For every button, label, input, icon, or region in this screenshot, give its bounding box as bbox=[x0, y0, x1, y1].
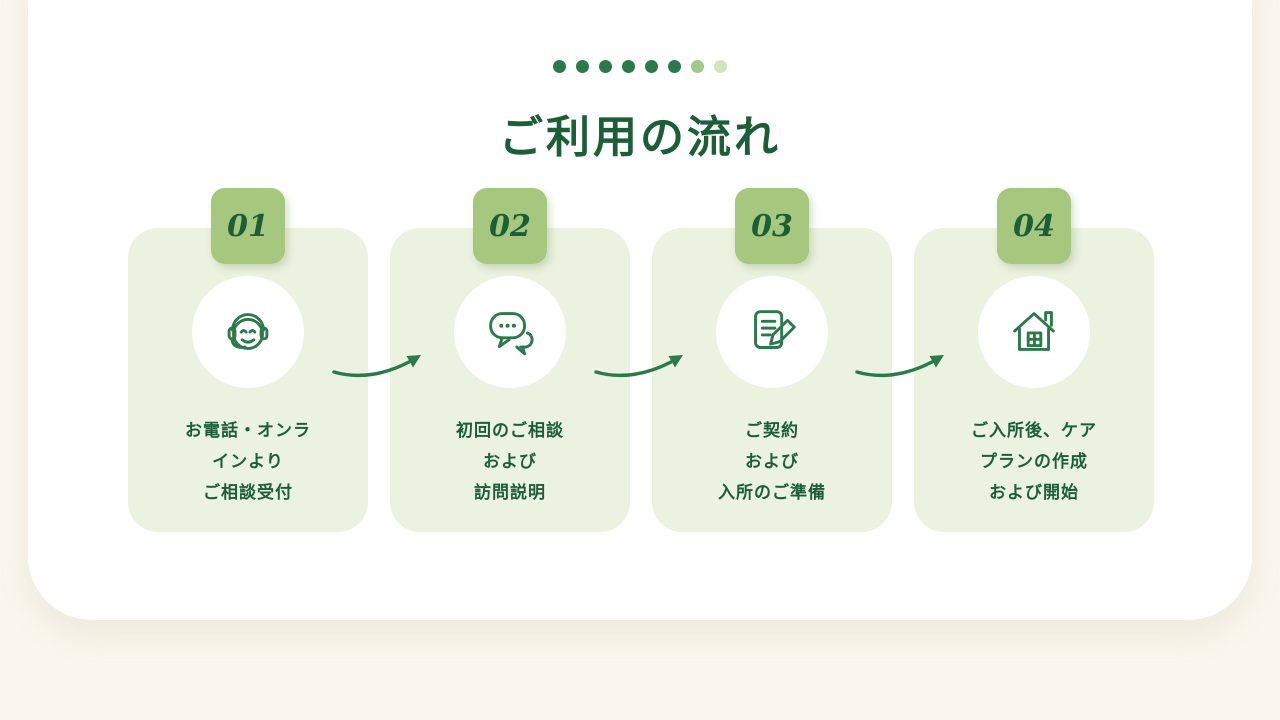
step-number: 04 bbox=[1013, 208, 1055, 244]
step-description: ご入所後、ケア プランの作成 および開始 bbox=[922, 416, 1146, 509]
step-line: ご入所後、ケア bbox=[971, 421, 1097, 441]
flow-arrow-icon bbox=[592, 348, 688, 384]
step-number: 03 bbox=[751, 208, 793, 244]
step-line: および開始 bbox=[989, 483, 1079, 503]
step-number-badge: 02 bbox=[473, 188, 547, 264]
step-icon-circle bbox=[978, 276, 1090, 388]
dot bbox=[622, 60, 635, 73]
step-card-2: 02 初回のご相談 および 訪問説明 bbox=[390, 188, 630, 532]
step-line: 訪問説明 bbox=[474, 483, 546, 503]
step-description: ご契約 および 入所のご準備 bbox=[660, 416, 884, 509]
dot bbox=[599, 60, 612, 73]
step-line: プランの作成 bbox=[980, 452, 1088, 472]
dot bbox=[645, 60, 658, 73]
step-card-3: 03 ご契約 および 入所のご準備 bbox=[652, 188, 892, 532]
dot bbox=[714, 60, 727, 73]
step-icon-circle bbox=[716, 276, 828, 388]
headset-person-icon bbox=[227, 313, 269, 350]
house-icon bbox=[1013, 311, 1055, 351]
step-icon-circle bbox=[192, 276, 304, 388]
steps-row: 01 お電話・オンラ インより ご相談受付 bbox=[128, 188, 1154, 532]
step-number: 01 bbox=[227, 208, 269, 244]
step-card-4: 04 ご入所後、ケア プランの作成 および開始 bbox=[914, 188, 1154, 532]
step-icon-circle bbox=[454, 276, 566, 388]
step-description: お電話・オンラ インより ご相談受付 bbox=[136, 416, 360, 509]
step-line: 初回のご相談 bbox=[456, 421, 564, 441]
step-line: ご相談受付 bbox=[203, 483, 293, 503]
step-card-1: 01 お電話・オンラ インより ご相談受付 bbox=[128, 188, 368, 532]
dots-decoration bbox=[0, 60, 1280, 73]
flow-arrow-icon bbox=[330, 348, 426, 384]
step-line: および bbox=[483, 452, 537, 472]
step-number: 02 bbox=[489, 208, 531, 244]
page-title: ご利用の流れ bbox=[499, 112, 781, 163]
dot bbox=[668, 60, 681, 73]
flow-arrow-icon bbox=[853, 348, 949, 384]
step-line: 入所のご準備 bbox=[718, 483, 826, 503]
step-description: 初回のご相談 および 訪問説明 bbox=[398, 416, 622, 509]
document-pencil-icon bbox=[754, 310, 796, 349]
step-number-badge: 01 bbox=[211, 188, 285, 264]
step-line: ご契約 bbox=[745, 421, 799, 441]
dot bbox=[553, 60, 566, 73]
dot bbox=[691, 60, 704, 73]
step-number-badge: 04 bbox=[997, 188, 1071, 264]
step-line: インより bbox=[212, 452, 284, 472]
step-number-badge: 03 bbox=[735, 188, 809, 264]
step-line: および bbox=[745, 452, 799, 472]
step-line: お電話・オンラ bbox=[185, 421, 311, 441]
chat-bubbles-icon bbox=[489, 312, 534, 356]
dot bbox=[576, 60, 589, 73]
